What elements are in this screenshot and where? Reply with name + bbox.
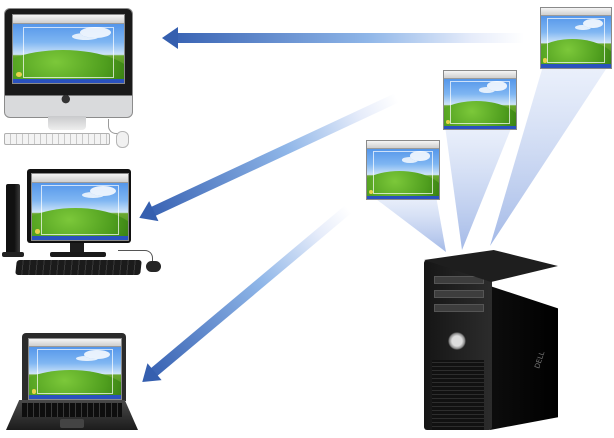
beam-to-screen-3 — [490, 66, 608, 246]
tower-server-icon: DELL — [424, 250, 558, 432]
virtual-desktop-screen-3 — [540, 7, 612, 69]
arrow-head — [162, 27, 178, 49]
laptop-screen — [28, 338, 122, 400]
pc-mouse — [146, 261, 161, 272]
virtual-desktop-screen-2 — [443, 70, 517, 130]
dell-logo-icon — [448, 332, 466, 350]
server-front-panel — [424, 260, 492, 430]
arrow-shaft — [176, 33, 524, 43]
beam-to-screen-1 — [372, 196, 446, 252]
server-drive-bay — [434, 276, 484, 284]
virtual-desktop-screen-1 — [366, 140, 440, 200]
pc-stand — [70, 243, 84, 253]
laptop-touchpad — [60, 419, 84, 428]
imac-stand — [48, 116, 86, 130]
pc-screen — [31, 173, 129, 241]
pc-keyboard — [15, 260, 142, 275]
imac-screen — [12, 14, 125, 84]
apple-logo-icon: ● — [61, 92, 71, 105]
pc-tower — [6, 184, 20, 254]
server-grille — [432, 360, 484, 430]
laptop-keyboard — [22, 403, 122, 417]
server-side-panel — [490, 286, 558, 430]
arrow-to-imac — [162, 27, 524, 49]
beam-to-screen-2 — [445, 126, 512, 250]
pc-tower-base — [2, 252, 24, 257]
imac-keyboard — [4, 133, 110, 145]
server-drive-bay — [434, 304, 484, 312]
pc-cable — [118, 250, 153, 263]
pc-foot — [50, 252, 106, 257]
imac-cable — [108, 119, 123, 134]
imac-mouse — [116, 131, 129, 148]
server-drive-bay — [434, 290, 484, 298]
